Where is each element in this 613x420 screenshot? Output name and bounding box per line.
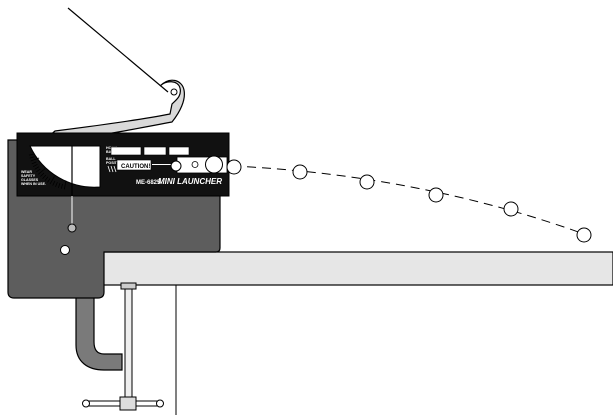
protractor-tick: [36, 168, 41, 173]
table: [95, 251, 613, 415]
trajectory-ball: [226, 159, 242, 175]
protractor-tick: [38, 168, 46, 175]
protractor-tick: [55, 182, 58, 187]
protractor-tick: [30, 157, 40, 162]
trajectory-ball: [359, 174, 375, 190]
protractor-tick: [42, 174, 47, 179]
launcher-barrel: [152, 155, 228, 174]
c-clamp: [75, 282, 164, 411]
trajectory-path: [231, 165, 585, 235]
protractor-tick: [32, 163, 38, 168]
trajectory-ball: [428, 187, 444, 203]
table-top: [95, 251, 613, 286]
caution-label: CAUTION!: [121, 164, 150, 170]
protractor-tick: [29, 156, 35, 159]
product-name-label: MINI LAUNCHER: [158, 177, 222, 186]
pull-string: [67, 7, 169, 93]
protractor-tick: [31, 161, 37, 165]
protractor-tick: [60, 183, 63, 189]
trajectory-ball: [292, 164, 308, 180]
trajectory: [226, 159, 592, 243]
protractor-tick: [47, 178, 51, 183]
protractor-tick: [44, 176, 49, 181]
trajectory-ball: [503, 201, 519, 217]
protractor-tick: [58, 182, 61, 188]
firing-ball: [170, 160, 182, 172]
protractor-tick: [40, 172, 45, 177]
plumb-bob: [67, 223, 77, 233]
bracket-hole: [60, 245, 70, 255]
protractor-tick: [52, 180, 56, 186]
angle-protractor: [28, 145, 101, 198]
protractor-tick: [28, 153, 34, 156]
protractor-tick: [34, 166, 40, 170]
clamp-screw: [124, 285, 133, 399]
trajectory-ball: [576, 227, 592, 243]
model-label: ME-6825: [136, 180, 161, 186]
protractor-tick: [63, 180, 67, 190]
protractor-tick: [49, 176, 55, 185]
